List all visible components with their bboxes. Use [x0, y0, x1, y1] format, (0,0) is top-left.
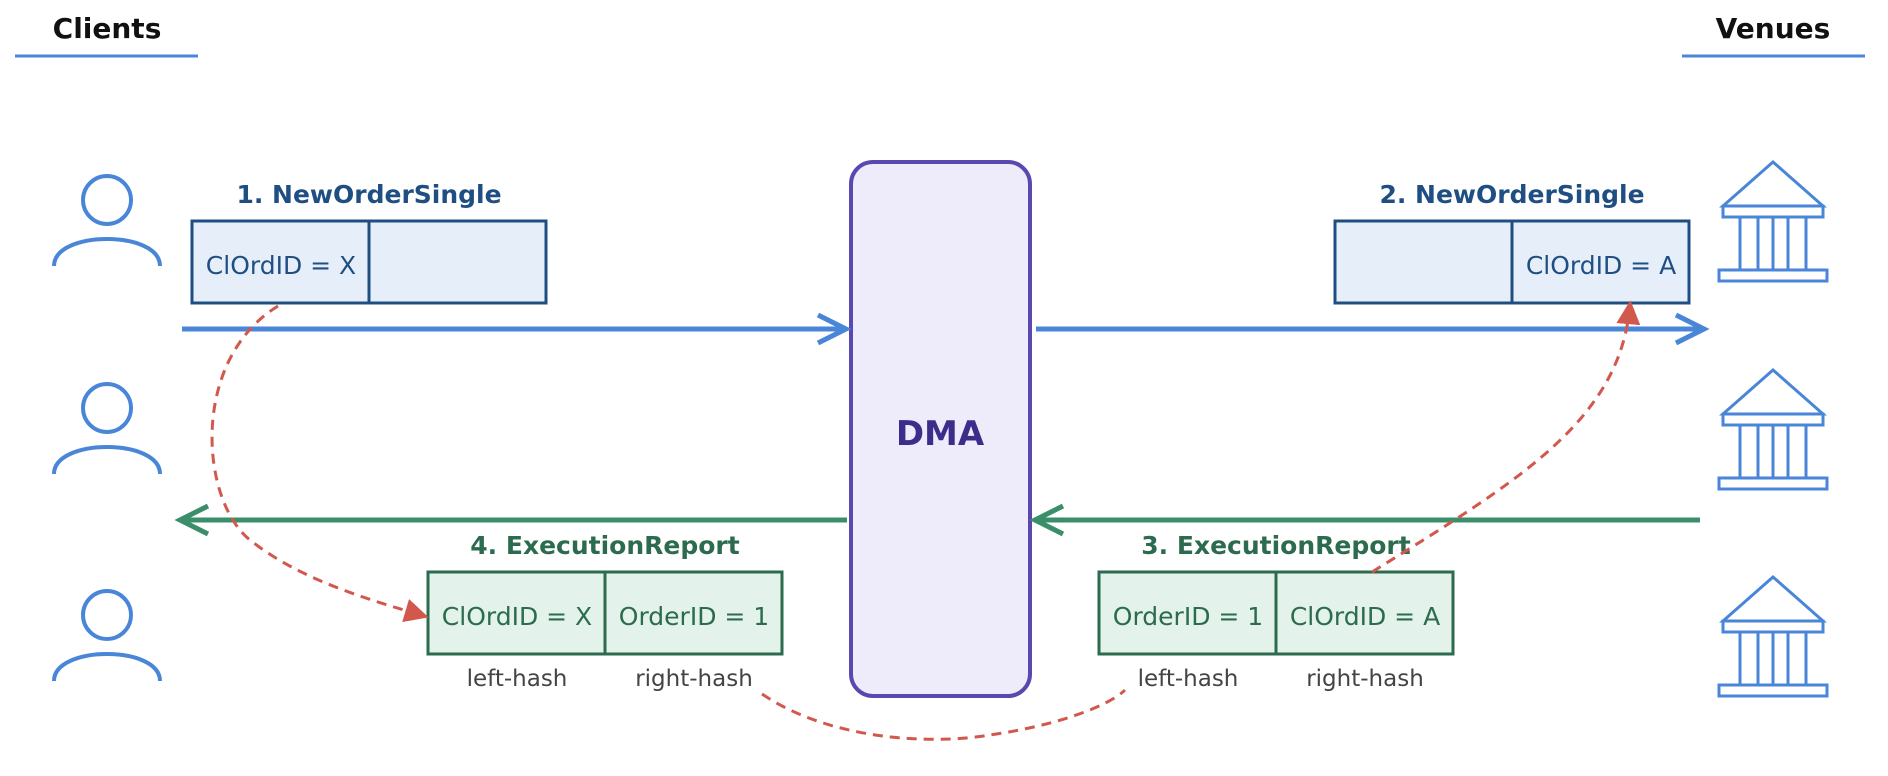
- message-3-field-right: ClOrdID = A: [1290, 602, 1440, 631]
- dma-box: [849, 160, 1032, 698]
- client-person-icon-2: [52, 382, 162, 475]
- venue-bank-icon-2: [1717, 368, 1829, 491]
- message-2-title: 2. NewOrderSingle: [1379, 180, 1644, 209]
- clordid-a-mapping-curve: [1371, 300, 1641, 574]
- message-3-title: 3. ExecutionReport: [1141, 531, 1410, 560]
- clients-header: Clients: [53, 12, 162, 45]
- venue-bank-icon-1: [1717, 160, 1829, 283]
- message-4-field-right: OrderID = 1: [619, 602, 769, 631]
- message-4-field-left: ClOrdID = X: [442, 602, 592, 631]
- message-2-field-right: ClOrdID = A: [1526, 251, 1676, 280]
- response-arrowhead-1: [174, 503, 210, 537]
- message-4-left-hash-label: left-hash: [467, 666, 568, 692]
- message-3-left-hash-label: left-hash: [1138, 666, 1239, 692]
- request-arrowhead-1: [816, 312, 852, 346]
- venues-header: Venues: [1716, 12, 1831, 45]
- clordid-x-mapping-curve: [210, 304, 429, 623]
- request-arrowhead-2: [1674, 312, 1710, 346]
- message-3-right-hash-label: right-hash: [1306, 666, 1424, 692]
- response-arrowhead-2: [1029, 503, 1065, 537]
- dma-label: DMA: [896, 414, 985, 454]
- venue-bank-icon-3: [1717, 575, 1829, 698]
- orderid-hash-link-curve: [761, 688, 1127, 741]
- message-1-field-left: ClOrdID = X: [206, 251, 356, 280]
- message-4-title: 4. ExecutionReport: [470, 531, 739, 560]
- client-person-icon-3: [52, 589, 162, 682]
- client-person-icon-1: [52, 174, 162, 267]
- message-3-field-left: OrderID = 1: [1113, 602, 1263, 631]
- message-1-title: 1. NewOrderSingle: [236, 180, 501, 209]
- message-4-right-hash-label: right-hash: [635, 666, 753, 692]
